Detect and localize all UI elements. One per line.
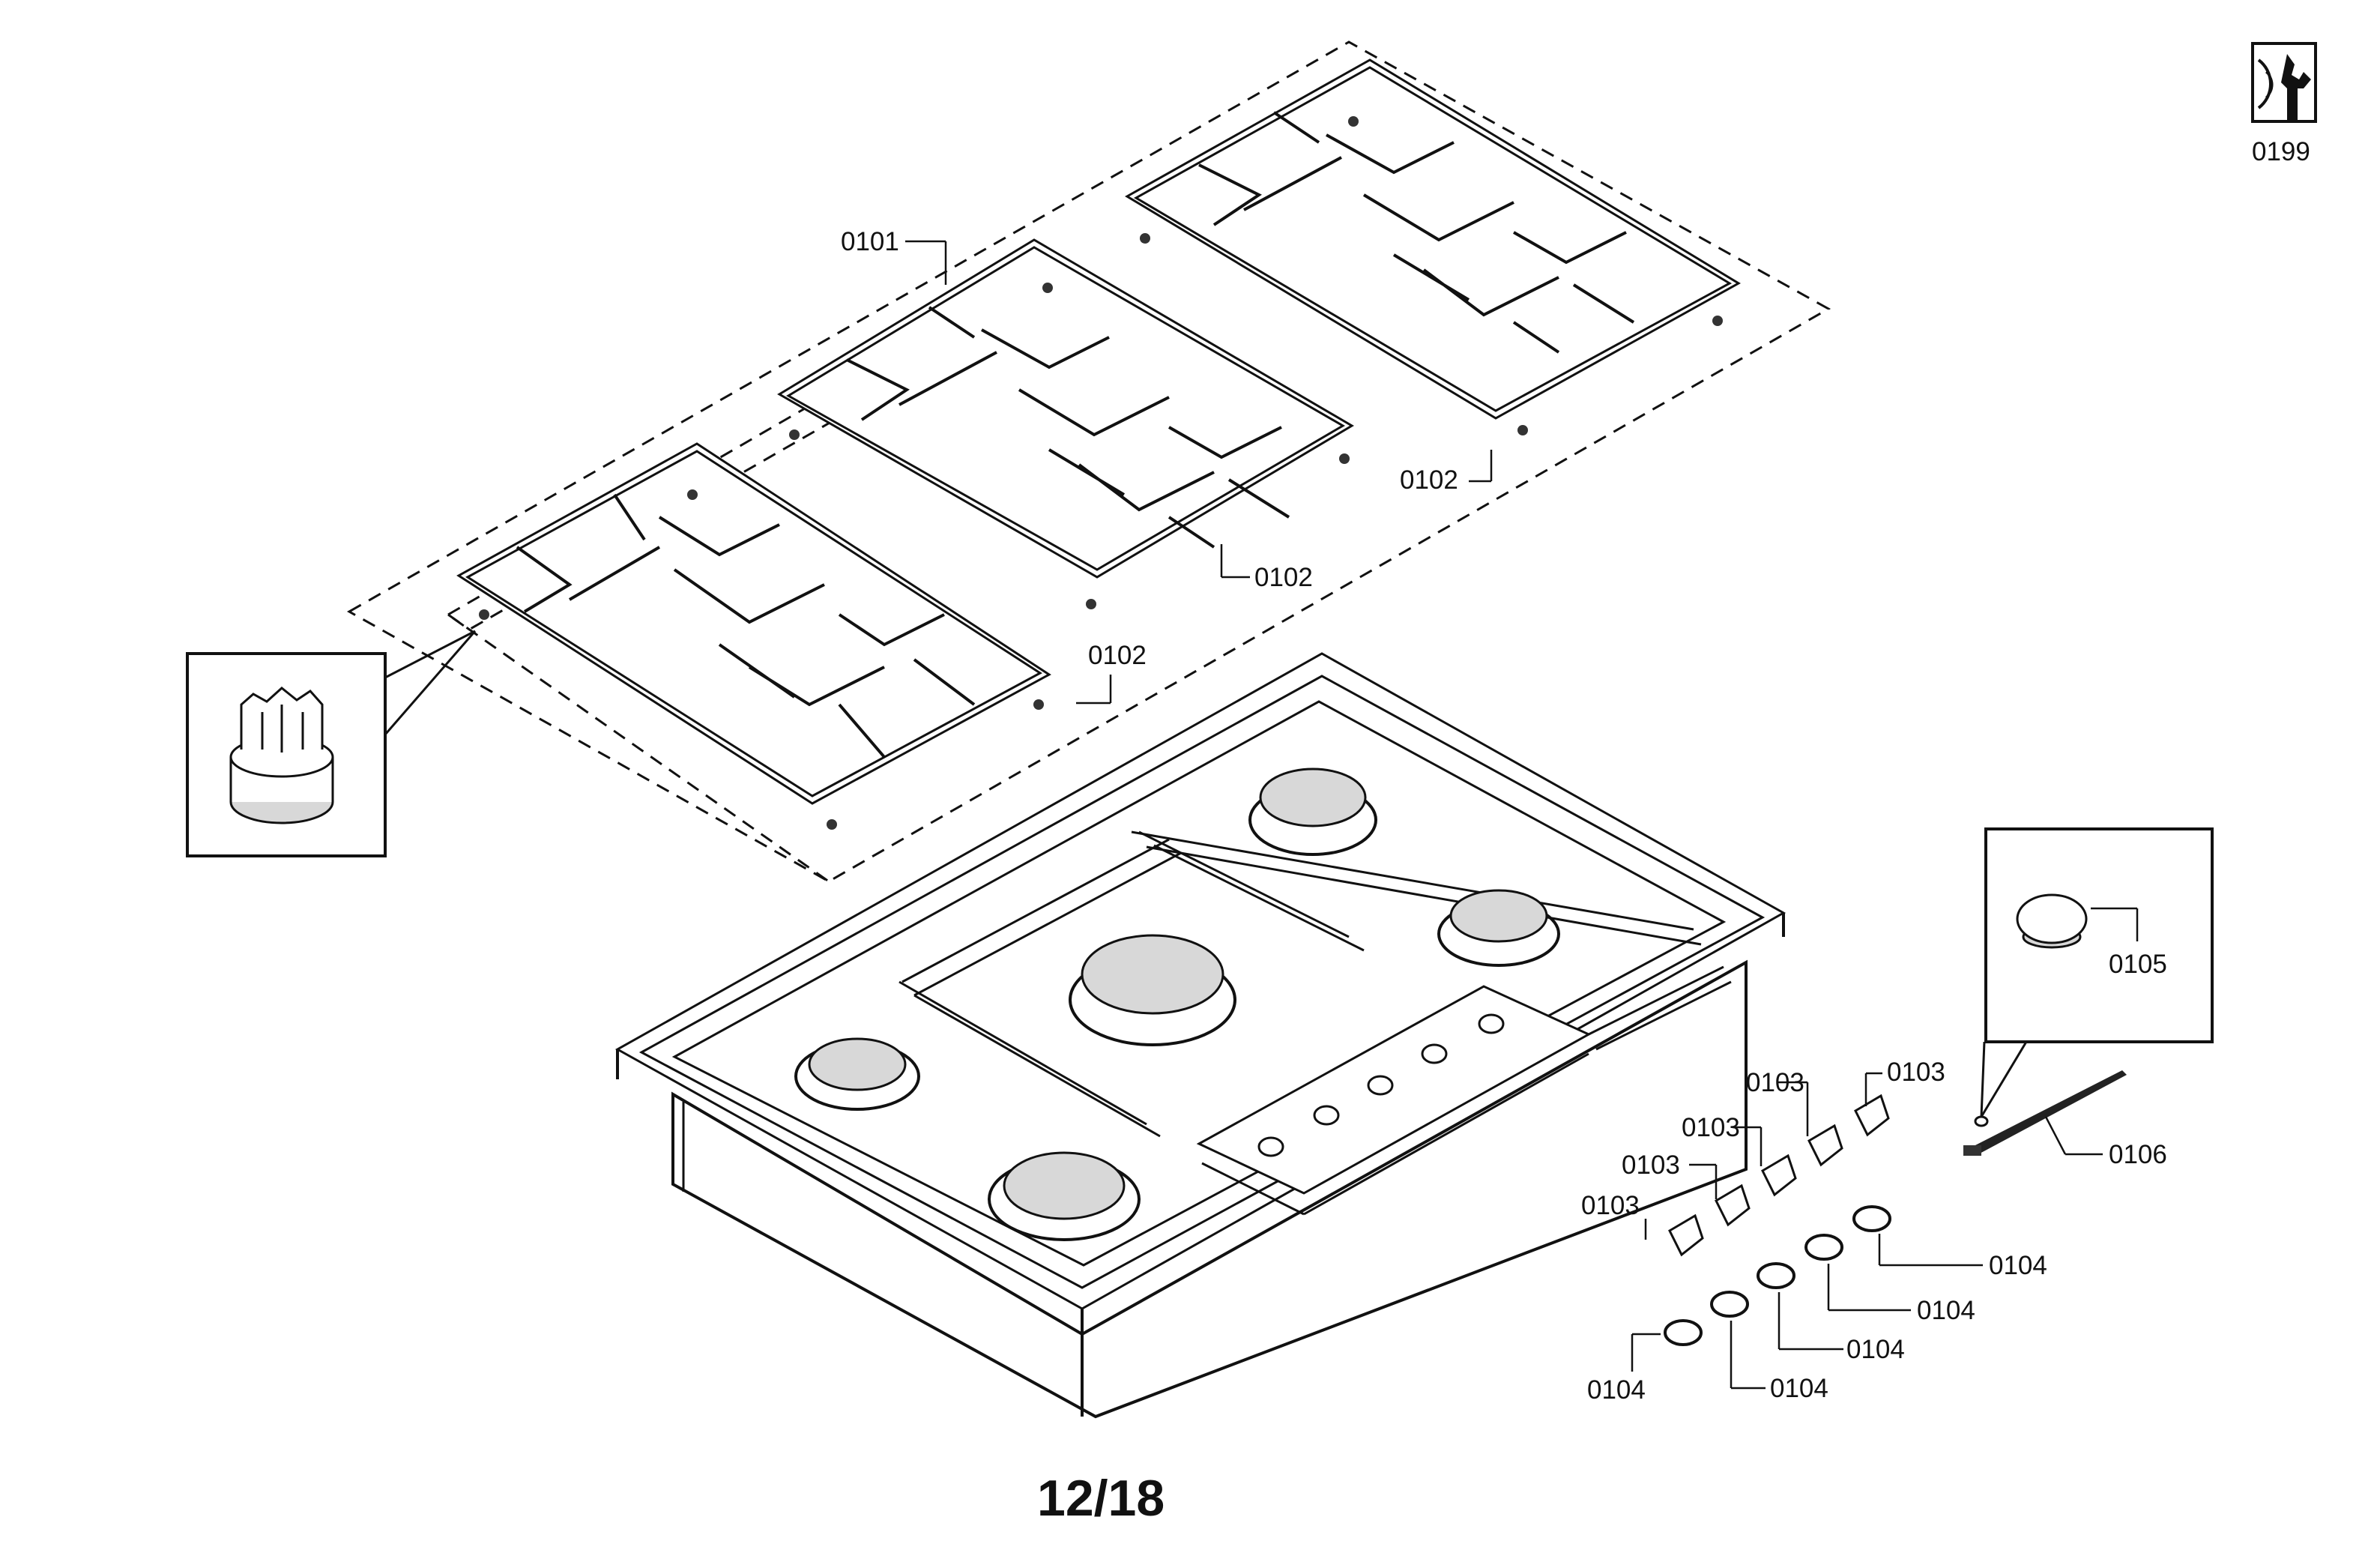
knob-ring — [1710, 1291, 1749, 1318]
label-0102-center: 0102 — [1254, 563, 1313, 592]
label-0199: 0199 — [2252, 137, 2310, 166]
label-0103-5: 0103 — [1887, 1058, 1945, 1087]
cooktop-body — [614, 652, 1786, 1419]
control-knob — [1761, 1154, 1797, 1197]
grate-left — [456, 442, 1051, 830]
burner-cap-detail — [1980, 827, 2214, 1118]
grate-position-outline — [346, 40, 1831, 883]
label-0102-left: 0102 — [1088, 641, 1147, 670]
igniter-electrode — [1963, 1070, 2127, 1156]
grate-foot-detail — [186, 630, 477, 857]
label-0103-2: 0103 — [1622, 1151, 1680, 1180]
grate-right — [1125, 58, 1741, 435]
label-0104-3: 0104 — [1846, 1335, 1905, 1364]
label-0105: 0105 — [2109, 950, 2167, 979]
label-0103-4: 0103 — [1746, 1068, 1804, 1097]
knob-ring — [1664, 1319, 1703, 1346]
control-knob — [1668, 1213, 1704, 1257]
label-0104-1: 0104 — [1587, 1375, 1646, 1405]
knob-ring — [1757, 1262, 1795, 1289]
label-0104-4: 0104 — [1917, 1296, 1975, 1325]
page-number: 12/18 — [1037, 1470, 1165, 1527]
label-0106: 0106 — [2109, 1140, 2167, 1169]
label-0104-2: 0104 — [1770, 1374, 1828, 1403]
knob-ring — [1804, 1234, 1843, 1261]
label-0103-1: 0103 — [1581, 1191, 1640, 1220]
label-0103-3: 0103 — [1682, 1113, 1740, 1142]
wrench-tool-icon — [2251, 42, 2317, 123]
grate-center — [777, 238, 1354, 609]
label-0101: 0101 — [841, 227, 899, 256]
control-knob — [1807, 1124, 1843, 1167]
knob-ring — [1852, 1205, 1891, 1232]
control-knob — [1715, 1183, 1751, 1227]
label-0102-right: 0102 — [1400, 465, 1458, 495]
control-knob — [1854, 1094, 1890, 1137]
label-0104-5: 0104 — [1989, 1251, 2047, 1280]
